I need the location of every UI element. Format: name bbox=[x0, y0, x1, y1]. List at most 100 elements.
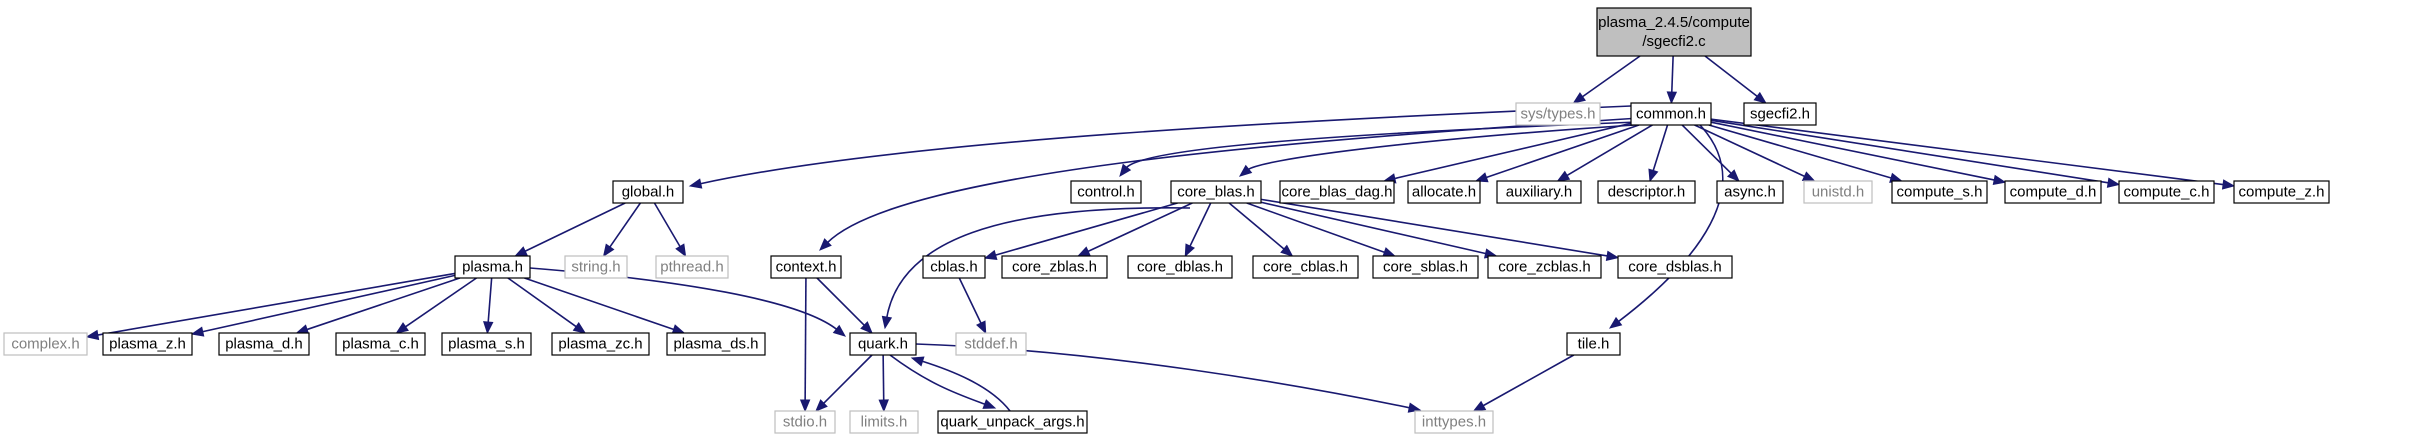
node-box bbox=[335, 332, 426, 356]
edge-line bbox=[1710, 119, 2110, 184]
node-box bbox=[1414, 410, 1494, 434]
node-auxiliary[interactable]: auxiliary.h bbox=[1496, 180, 1582, 204]
node-compute-d[interactable]: compute_d.h bbox=[2004, 180, 2102, 204]
node-box bbox=[1597, 180, 1696, 204]
node-compute-c[interactable]: compute_c.h bbox=[2118, 180, 2215, 204]
edge-context-to-stdio bbox=[799, 277, 811, 413]
node-box bbox=[1566, 332, 1621, 356]
edge-context-to-quark bbox=[816, 277, 873, 334]
node-core-blas[interactable]: core_blas.h bbox=[1170, 180, 1262, 204]
edge-line bbox=[1485, 124, 1640, 179]
edge-core_blas-to-core_dblas bbox=[1184, 202, 1212, 258]
node-label: plasma_s.h bbox=[448, 336, 525, 353]
edge-common-to-compute_d bbox=[1710, 121, 2007, 186]
node-plasma-z[interactable]: plasma_z.h bbox=[102, 332, 193, 356]
edge-arrowhead bbox=[2106, 177, 2121, 188]
edge-arrowhead bbox=[1726, 169, 1740, 182]
node-sys-types: sys/types.h bbox=[1515, 102, 1601, 126]
edge-arrowhead bbox=[832, 324, 847, 337]
node-cblas[interactable]: cblas.h bbox=[922, 255, 986, 279]
node-sgecfi2-h[interactable]: sgecfi2.h bbox=[1743, 102, 1817, 126]
node-label: plasma_z.h bbox=[109, 336, 186, 353]
edge-line bbox=[1694, 124, 1806, 178]
edge-line bbox=[1260, 201, 1487, 255]
node-core-cblas[interactable]: core_cblas.h bbox=[1252, 255, 1359, 279]
node-control[interactable]: control.h bbox=[1070, 180, 1142, 204]
node-box bbox=[1743, 102, 1817, 126]
node-compute-s[interactable]: compute_s.h bbox=[1891, 180, 1988, 204]
edge-quark_unpack-to-quark bbox=[910, 356, 1011, 412]
node-context[interactable]: context.h bbox=[770, 255, 842, 279]
node-label: core_blas.h bbox=[1177, 184, 1255, 201]
node-box bbox=[849, 410, 919, 434]
edge-common-to-compute_z bbox=[1710, 118, 2236, 190]
edge-arrowhead bbox=[1382, 247, 1397, 258]
edge-plasma-to-complex bbox=[85, 272, 456, 341]
node-common[interactable]: common.h bbox=[1630, 102, 1712, 126]
node-quark-unpack[interactable]: quark_unpack_args.h bbox=[937, 410, 1088, 434]
edge-core_blas-to-quark bbox=[881, 207, 1191, 330]
node-box bbox=[955, 332, 1027, 356]
node-label: compute_s.h bbox=[1897, 184, 1983, 201]
node-plasma-c[interactable]: plasma_c.h bbox=[335, 332, 426, 356]
edge-line bbox=[487, 277, 493, 324]
edge-line bbox=[1188, 202, 1212, 248]
node-plasma-d[interactable]: plasma_d.h bbox=[218, 332, 310, 356]
edge-common-to-global bbox=[688, 105, 1632, 189]
node-quark[interactable]: quark.h bbox=[849, 332, 917, 356]
node-label: plasma_2.4.5/compute bbox=[1598, 14, 1750, 31]
node-core-zblas[interactable]: core_zblas.h bbox=[1001, 255, 1108, 279]
node-label: plasma_zc.h bbox=[558, 336, 642, 353]
node-label: tile.h bbox=[1578, 336, 1610, 353]
node-plasma-s[interactable]: plasma_s.h bbox=[441, 332, 532, 356]
node-unistd: unistd.h bbox=[1803, 180, 1873, 204]
node-core-sblas[interactable]: core_sblas.h bbox=[1372, 255, 1479, 279]
edge-line bbox=[1581, 55, 1641, 98]
edge-line bbox=[1708, 124, 1893, 179]
edge-arrowhead bbox=[910, 356, 925, 367]
node-core-blas-dag[interactable]: core_blas_dag.h bbox=[1279, 180, 1395, 204]
node-core-dsblas[interactable]: core_dsblas.h bbox=[1617, 255, 1733, 279]
edge-arrowhead bbox=[819, 238, 832, 251]
node-root[interactable]: plasma_2.4.5/compute/sgecfi2.c bbox=[1596, 7, 1752, 57]
node-tile[interactable]: tile.h bbox=[1566, 332, 1621, 356]
node-box bbox=[2004, 180, 2102, 204]
node-descriptor[interactable]: descriptor.h bbox=[1597, 180, 1696, 204]
edge-quark-to-quark_unpack bbox=[889, 354, 997, 409]
edge-line bbox=[822, 354, 873, 405]
node-box bbox=[774, 410, 836, 434]
node-async[interactable]: async.h bbox=[1716, 180, 1784, 204]
edge-line bbox=[1710, 118, 2225, 186]
nodes-layer: plasma_2.4.5/compute/sgecfi2.c sys/types.… bbox=[3, 7, 2330, 434]
edge-line bbox=[889, 354, 986, 406]
edge-arrowhead bbox=[671, 324, 686, 335]
edges-layer bbox=[85, 55, 2236, 413]
node-label: plasma.h bbox=[462, 259, 523, 276]
edge-line bbox=[885, 207, 1191, 319]
node-label: plasma_c.h bbox=[342, 336, 419, 353]
edge-arrowhead bbox=[1184, 243, 1195, 258]
edge-line bbox=[201, 274, 456, 333]
edge-core_blas-to-core_dsblas bbox=[1260, 198, 1620, 262]
node-box bbox=[1716, 180, 1784, 204]
edge-arrowhead bbox=[602, 243, 615, 258]
node-box bbox=[1891, 180, 1988, 204]
node-allocate[interactable]: allocate.h bbox=[1407, 180, 1481, 204]
node-label: core_sblas.h bbox=[1383, 259, 1468, 276]
node-core-dblas[interactable]: core_dblas.h bbox=[1127, 255, 1233, 279]
node-box bbox=[1596, 7, 1752, 57]
node-box bbox=[2118, 180, 2215, 204]
node-plasma-zc[interactable]: plasma_zc.h bbox=[551, 332, 650, 356]
node-global[interactable]: global.h bbox=[612, 180, 684, 204]
edge-arrowhead bbox=[1666, 91, 1678, 105]
node-box bbox=[655, 255, 729, 279]
edge-core_blas-to-cblas bbox=[983, 202, 1178, 261]
node-plasma[interactable]: plasma.h bbox=[454, 255, 531, 279]
edge-line bbox=[1681, 124, 1733, 175]
node-label: sys/types.h bbox=[1520, 106, 1595, 123]
node-plasma-ds[interactable]: plasma_ds.h bbox=[666, 332, 766, 356]
node-core-zcblas[interactable]: core_zcblas.h bbox=[1487, 255, 1602, 279]
node-stdio: stdio.h bbox=[774, 410, 836, 434]
node-label: core_cblas.h bbox=[1263, 259, 1348, 276]
node-compute-z[interactable]: compute_z.h bbox=[2233, 180, 2330, 204]
